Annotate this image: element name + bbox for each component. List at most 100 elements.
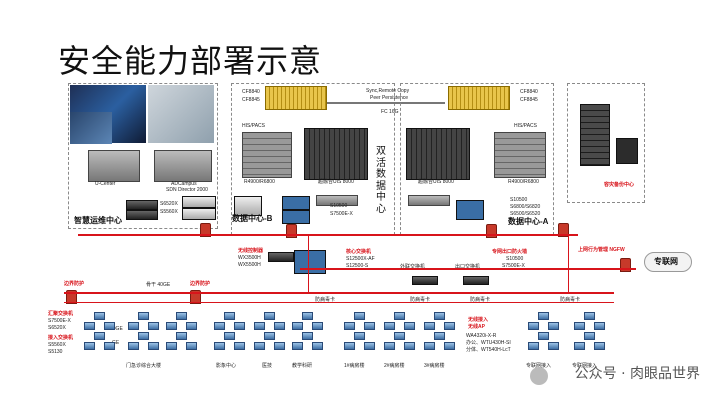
access-node-icon: [84, 322, 95, 330]
access-cluster: [164, 312, 198, 356]
ops-sw2-label: S5560X: [160, 209, 178, 215]
ops-switch-2: [126, 210, 158, 220]
cf-b2-label: CF8845: [242, 97, 260, 103]
fc-label: FC 16G: [381, 109, 399, 115]
access-cluster: [252, 312, 286, 356]
bd-label-1: 边界防护: [64, 281, 85, 287]
ops-sw1-label: S6520X: [160, 201, 178, 207]
external-cloud: [644, 252, 692, 272]
ops-switch: [126, 200, 158, 210]
access-node-icon: [254, 322, 265, 330]
access-node-icon: [166, 322, 177, 330]
access-node-icon: [594, 322, 605, 330]
ops-fw: [182, 196, 216, 208]
access-node-icon: [394, 332, 405, 340]
cf-a2-label: CF8845: [520, 97, 538, 103]
bldg-pro2: 专联网接入: [572, 363, 598, 369]
access-node-icon: [424, 342, 435, 350]
access-cluster: [382, 312, 416, 356]
s-a1-label: S10500: [510, 197, 528, 203]
ops-fw-2: [182, 208, 216, 220]
dc-b-switch2: [282, 210, 310, 224]
s-b1-label: S10500: [330, 203, 348, 209]
r-a-label: R4900/R6800: [508, 179, 539, 185]
agg1-label: S7500E-X: [48, 318, 71, 324]
sync-arrow: [327, 102, 445, 104]
peer-label: Peer Persistence: [370, 95, 409, 101]
access-node-icon: [302, 312, 313, 320]
access-node-icon: [138, 332, 149, 340]
access-node-icon: [444, 342, 455, 350]
uis-a-label: 超融合UIS 8000: [418, 179, 454, 185]
upper-bus: [78, 234, 578, 236]
access-node-icon: [584, 312, 595, 320]
access-node-icon: [384, 342, 395, 350]
access-node-icon: [292, 342, 303, 350]
storage-b: [265, 86, 327, 110]
page-title: 安全能力部署示意: [58, 42, 323, 80]
wx1-label: WX3500H: [238, 255, 261, 261]
bldg-pro1: 专联网接入: [526, 363, 552, 369]
access-node-icon: [528, 342, 539, 350]
access-cluster: [526, 312, 560, 356]
access-node-icon: [528, 322, 539, 330]
access-node-icon: [176, 332, 187, 340]
egress-model2-label: S7500E-X: [502, 263, 525, 269]
core-switch: [294, 250, 326, 274]
access-node-icon: [538, 312, 549, 320]
core-drop: [308, 236, 309, 294]
agg2-label: S6520X: [48, 325, 66, 331]
his-b-label: HIS/PACS: [242, 123, 265, 129]
bd-fw-2: [558, 223, 569, 237]
access-cluster: [572, 312, 606, 356]
ap-title2: 无线AP: [468, 324, 485, 330]
dc-b-fw: [234, 196, 262, 216]
access-node-icon: [434, 332, 445, 340]
ngfw-label: 上网行为管理 NGFW: [578, 247, 625, 253]
access-node-icon: [548, 342, 559, 350]
access-cluster: [422, 312, 456, 356]
u-center-label: U-Center: [95, 181, 116, 187]
cf-a1-label: CF8840: [520, 89, 538, 95]
extranet-switch: [412, 276, 438, 285]
s-b2-label: S7500E-X: [330, 211, 353, 217]
access-node-icon: [434, 312, 445, 320]
access-node-icon: [104, 322, 115, 330]
access-node-icon: [264, 312, 275, 320]
access-node-icon: [224, 312, 235, 320]
uis-b: [304, 128, 368, 180]
fwtag-1: 防病毒卡: [315, 297, 336, 303]
uis-a: [406, 128, 470, 180]
teng-label: 10GE: [110, 326, 123, 332]
bldg-teaching: 教学科研: [292, 363, 313, 369]
egress-model-label: S10500: [506, 256, 524, 262]
his-a-label: HIS/PACS: [514, 123, 537, 129]
access-node-icon: [214, 342, 225, 350]
adcampus-label: ADCampus: [171, 181, 197, 187]
access-label: 接入交换机: [48, 335, 74, 341]
bd-label-2: 边界防护: [190, 281, 211, 287]
map-screen: [148, 85, 214, 143]
access-node-icon: [84, 342, 95, 350]
wireless-controller: [268, 252, 294, 262]
access-node-icon: [312, 342, 323, 350]
bd-fw-3: [66, 290, 77, 304]
s-a2-label: S6800/S6820: [510, 204, 541, 210]
u-center-server: [88, 150, 140, 182]
bd-fw-1: [200, 223, 211, 237]
fwtag-2: 防病毒卡: [410, 297, 431, 303]
access-node-icon: [234, 322, 245, 330]
server-a: [494, 132, 546, 178]
r-b-label: R4900/R6800: [244, 179, 275, 185]
dc-b-switch1: [282, 196, 310, 210]
access-node-icon: [538, 332, 549, 340]
access-node-icon: [186, 342, 197, 350]
ap1-label: WA4320i-X-R: [466, 333, 497, 339]
core-fw-2: [486, 224, 497, 238]
access-node-icon: [138, 312, 149, 320]
access-node-icon: [354, 312, 365, 320]
access-node-icon: [394, 312, 405, 320]
access-cluster: [342, 312, 376, 356]
access-cluster: [290, 312, 324, 356]
access-node-icon: [344, 342, 355, 350]
